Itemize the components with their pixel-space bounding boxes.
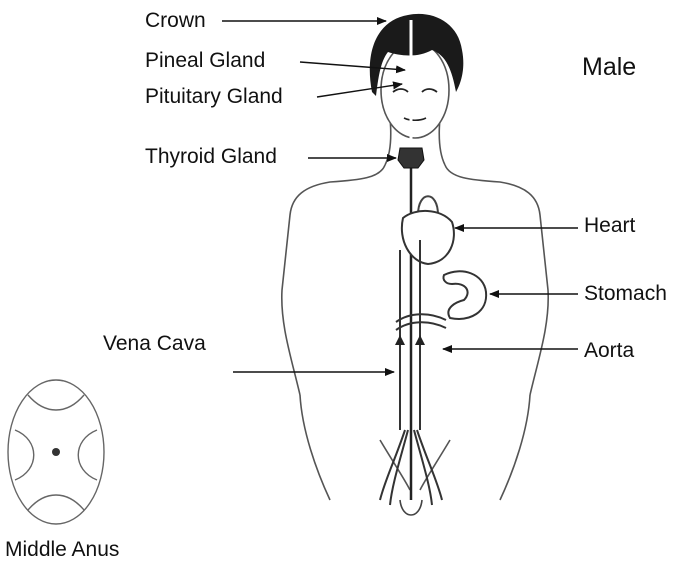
- face: [381, 42, 449, 138]
- title-male: Male: [582, 53, 636, 81]
- inset-curve-bottom: [28, 495, 84, 510]
- label-thyroid: Thyroid Gland: [145, 145, 277, 168]
- inset-center-dot: [52, 448, 60, 456]
- iliac-left: [380, 430, 408, 505]
- label-aorta: Aorta: [584, 339, 635, 362]
- head: [370, 14, 464, 138]
- label-vena-cava: Vena Cava: [103, 332, 206, 355]
- leg-crease: [380, 440, 450, 490]
- label-crown: Crown: [145, 9, 206, 32]
- inset-anus-diagram: [8, 380, 104, 524]
- torso-outline: [282, 165, 548, 395]
- inset-curve-top: [28, 395, 84, 410]
- up-arrow-aorta: [415, 335, 425, 345]
- stomach-organ: [443, 271, 486, 319]
- label-inset: Middle Anus: [5, 538, 119, 561]
- genital-shape: [400, 500, 422, 515]
- label-heart: Heart: [584, 214, 636, 237]
- label-pituitary: Pituitary Gland: [145, 85, 283, 108]
- inset-curve-left: [15, 430, 34, 480]
- label-pineal: Pineal Gland: [145, 49, 265, 72]
- iliac-right: [414, 430, 442, 505]
- up-arrow-vena: [395, 335, 405, 345]
- body-figure: [282, 118, 548, 500]
- thyroid-gland: [398, 148, 424, 168]
- inset-curve-right: [78, 430, 97, 480]
- heart-organ: [402, 211, 454, 264]
- hips-outline: [300, 395, 530, 500]
- label-stomach: Stomach: [584, 282, 667, 305]
